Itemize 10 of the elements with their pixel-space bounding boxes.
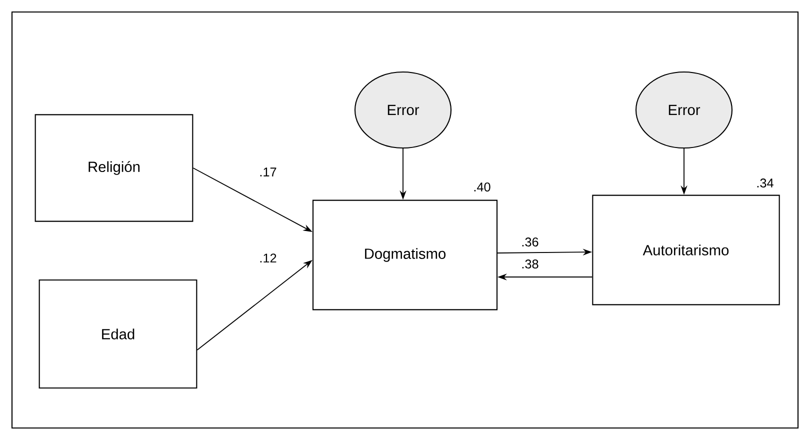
edge-label: .36	[522, 238, 538, 246]
variable-box: Dogmatismo	[312, 200, 498, 310]
variable-box: Autoritarismo	[592, 194, 780, 306]
edge-label: .17	[260, 168, 276, 176]
coefficient-label: .34	[757, 178, 774, 188]
edge-label: .38	[522, 260, 538, 268]
edge-label: .12	[260, 254, 276, 262]
coefficient-label: .40	[474, 182, 490, 192]
variable-box: Religión	[34, 114, 194, 222]
variable-box: Edad	[38, 279, 198, 389]
